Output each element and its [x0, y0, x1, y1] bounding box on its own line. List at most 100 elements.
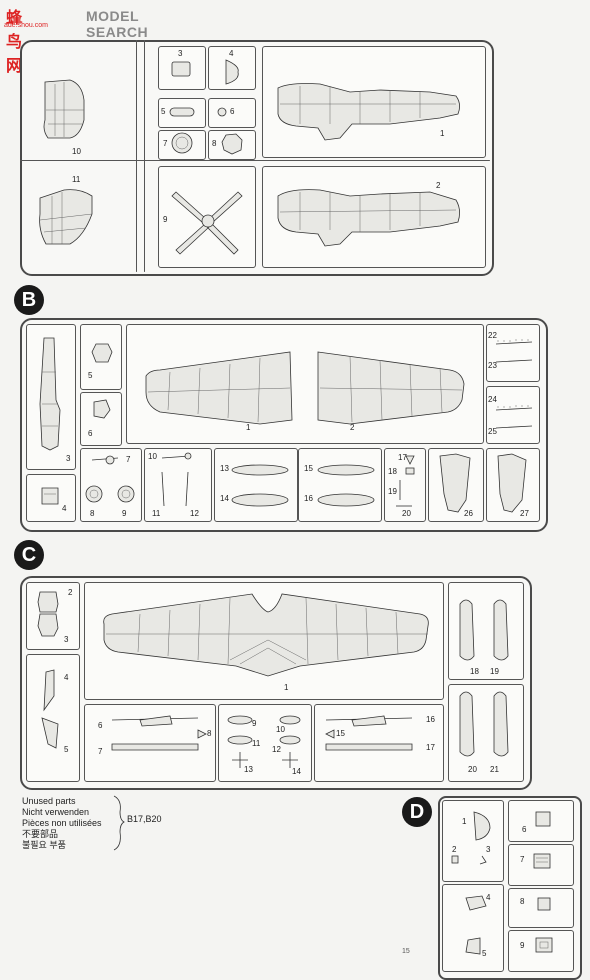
part-cell-b22-23	[486, 324, 540, 382]
part-label: 3	[66, 454, 71, 463]
part-label: 1	[462, 817, 467, 826]
part-d3	[479, 855, 487, 865]
part-a9-propeller	[171, 191, 243, 255]
part-b14	[231, 493, 289, 507]
part-label: 8	[90, 509, 95, 518]
part-a6	[217, 107, 227, 117]
part-label: 15	[304, 464, 313, 473]
part-label: 2	[436, 181, 441, 190]
part-b16	[317, 493, 375, 507]
part-label: 2	[452, 845, 457, 854]
unused-line-de: Nicht verwenden	[22, 807, 90, 817]
part-a4	[225, 59, 239, 85]
part-label: 8	[520, 897, 525, 906]
part-label: 7	[126, 455, 131, 464]
part-label: 1	[440, 129, 445, 138]
part-cell-a6	[208, 98, 256, 128]
part-c17	[325, 743, 413, 751]
part-label: 6	[98, 721, 103, 730]
part-label: 1	[284, 683, 289, 692]
part-d6	[535, 811, 551, 827]
part-cell-b6	[80, 392, 122, 446]
part-d7	[533, 853, 551, 869]
part-b13	[231, 464, 289, 476]
part-label: 17	[426, 743, 435, 752]
part-label: 16	[304, 494, 313, 503]
part-label: 16	[426, 715, 435, 724]
part-cell-d1-3	[442, 800, 504, 882]
part-c9	[227, 715, 253, 725]
part-d1	[473, 811, 491, 841]
part-label: 10	[148, 452, 157, 461]
part-cell-b10-12	[144, 448, 212, 522]
part-label: 13	[244, 765, 253, 774]
part-cell-b17-20	[384, 448, 426, 522]
part-b3	[39, 337, 61, 451]
part-label: 10	[276, 725, 285, 734]
part-d5	[465, 937, 481, 955]
part-a1-fuselage	[277, 83, 460, 141]
part-label: 19	[490, 667, 499, 676]
part-label: 7	[163, 139, 168, 148]
part-b18	[405, 467, 415, 475]
part-label: 19	[388, 487, 397, 496]
part-label: 11	[152, 509, 161, 518]
part-cell-d7	[508, 844, 574, 886]
part-c19	[493, 599, 509, 661]
section-badge-c: C	[14, 540, 44, 570]
part-cell-c6-8	[84, 704, 216, 782]
part-label: 7	[98, 747, 103, 756]
part-label: 5	[88, 371, 93, 380]
part-label: 11	[72, 175, 81, 184]
part-b9-wheel	[117, 485, 135, 503]
part-cell-c15-17	[314, 704, 444, 782]
part-label: 3	[64, 635, 69, 644]
part-b24	[495, 407, 533, 411]
part-label: 12	[272, 745, 281, 754]
part-b1-wing	[145, 351, 293, 425]
part-label: 8	[212, 139, 217, 148]
part-d8	[537, 897, 551, 911]
page-number: 15	[402, 948, 410, 955]
part-label: 4	[64, 673, 69, 682]
part-b22	[495, 341, 533, 345]
part-label: 3	[178, 49, 183, 58]
part-label: 2	[68, 588, 73, 597]
part-label: 11	[252, 739, 261, 748]
part-label: 6	[88, 429, 93, 438]
section-badge-b: B	[14, 285, 44, 315]
part-label: 5	[482, 949, 487, 958]
section-badge-d: D	[402, 797, 432, 827]
part-b2-wing	[317, 351, 465, 425]
part-b6	[93, 399, 111, 419]
part-cell-d6	[508, 800, 574, 842]
part-label: 6	[230, 107, 235, 116]
part-cell-b24-25	[486, 386, 540, 444]
part-d2	[451, 855, 459, 864]
part-b5	[91, 343, 113, 363]
part-c14	[282, 752, 298, 768]
part-label: 13	[220, 464, 229, 473]
part-a5	[169, 107, 195, 117]
part-c12	[279, 735, 301, 745]
part-a3	[171, 61, 191, 77]
part-label: 17	[398, 453, 407, 462]
part-label: 27	[520, 509, 529, 518]
part-label: 24	[488, 395, 497, 404]
part-label: 10	[72, 147, 81, 156]
part-label: 18	[470, 667, 479, 676]
part-c21	[493, 691, 509, 757]
part-label: 6	[522, 825, 527, 834]
part-c3	[37, 613, 59, 637]
part-c20	[459, 691, 475, 757]
unused-parts-value: B17,B20	[127, 814, 162, 824]
part-d4	[465, 895, 487, 911]
part-c10	[279, 715, 301, 725]
part-label: 1	[246, 423, 251, 432]
part-label: 4	[486, 893, 491, 902]
unused-line-kr: 불필요 부품	[22, 840, 66, 850]
